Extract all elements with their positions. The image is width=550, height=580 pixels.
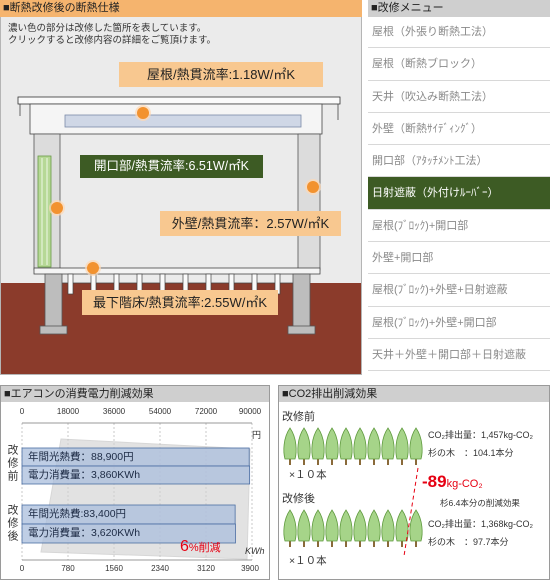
power-tick-label: 0 (19, 564, 25, 573)
floor-spec-label[interactable]: 最下階床/熱貫流率:2.55W/㎡K (82, 290, 278, 315)
power-tick-label: 3120 (197, 564, 215, 573)
hotspot-opening[interactable] (49, 200, 65, 216)
co2-reduction-unit: kg-CO₂ (446, 478, 483, 490)
ground-floor[interactable] (33, 267, 321, 275)
aircon-chart (21, 422, 253, 561)
menu-item-roof-block[interactable]: 屋根（断熱ブロック） (368, 48, 550, 81)
co2-after-tree-count: ×１０本 (289, 555, 327, 567)
power-reduction-rate: 6%削減 (180, 538, 221, 556)
after-power-text: 電力消費量：3,620KWh (28, 527, 141, 539)
co2-reduction-panel: ■CO2排出削減効果 改修前 ×１０本 CO₂排出量：1,457kg-CO₂ 杉… (278, 385, 550, 580)
co2-after-label: 改修後 (282, 493, 315, 505)
wall-spec-label[interactable]: 外壁/熱貫流率：2.57W/㎡K (160, 211, 341, 236)
co2-before-label: 改修前 (282, 411, 315, 423)
cedar-tree-icon (409, 509, 423, 547)
cedar-tree-icon (297, 509, 311, 547)
menu-item-wall-opening[interactable]: 外壁+開口部 (368, 242, 550, 275)
power-tick-label: 2340 (151, 564, 169, 573)
menu-item-roof-opening[interactable]: 屋根(ﾌﾞﾛｯｸ)+開口部 (368, 210, 550, 243)
cost-axis-unit: 円 (252, 430, 262, 440)
co2-reduction-value: -89 (422, 472, 447, 491)
hotspot-roof[interactable] (135, 105, 151, 121)
opening-spec-label[interactable]: 開口部/熱貫流率:6.51W/㎡K (80, 155, 263, 178)
menu-item-ceiling[interactable]: 天井（吹込み断熱工法） (368, 81, 550, 113)
roof-slab (17, 96, 341, 105)
trees-before-row (283, 427, 423, 465)
cedar-tree-icon (381, 509, 395, 547)
cost-tick-label: 54000 (148, 407, 172, 416)
co2-panel-title: ■CO2排出削減効果 (279, 386, 549, 402)
power-tick-label: 1560 (105, 564, 123, 573)
after-cost-text: 年間光熱費:83,400円 (28, 508, 127, 520)
right-foundation (292, 273, 311, 329)
cedar-tree-icon (283, 509, 297, 547)
reduction-rate-number: 6 (180, 538, 189, 555)
cost-tick-label: 72000 (194, 407, 218, 416)
cost-tick-label: 0 (19, 407, 25, 416)
renovation-menu: 屋根（外張り断熱工法） 屋根（断熱ブロック） 天井（吹込み断熱工法） 外壁（断熱… (368, 16, 550, 372)
menu-item-roof-wall-opening[interactable]: 屋根(ﾌﾞﾛｯｸ)+外壁+開口部 (368, 307, 550, 339)
co2-illustration (283, 427, 423, 557)
description-line-1: 濃い色の部分は改修した箇所を表しています。 (8, 23, 207, 34)
bar-before-power (21, 465, 251, 485)
co2-before-tree-count: ×１０本 (289, 469, 327, 481)
cedar-tree-icon (353, 427, 367, 465)
cedar-tree-icon (367, 427, 381, 465)
menu-item-ceiling-wall-opening-shading[interactable]: 天井＋外壁＋開口部＋日射遮蔽 (368, 339, 550, 372)
insulation-panel-title: ■断熱改修後の断熱仕様 (0, 0, 362, 17)
cost-tick-label: 36000 (102, 407, 126, 416)
cedar-tree-icon (395, 427, 409, 465)
cedar-tree-icon (297, 427, 311, 465)
cedar-tree-icon (325, 509, 339, 547)
cedar-tree-icon (339, 509, 353, 547)
cedar-tree-icon (353, 509, 367, 547)
menu-item-roof-external[interactable]: 屋根（外張り断熱工法） (368, 16, 550, 49)
cedar-tree-icon (311, 427, 325, 465)
house-cross-section (1, 96, 361, 374)
cost-tick-label: 90000 (238, 407, 262, 416)
menu-item-wall-siding[interactable]: 外壁（断熱ｻｲﾃﾞｨﾝｸﾞ） (368, 113, 550, 146)
roof-insulation[interactable] (64, 114, 302, 128)
bar-after-power (21, 523, 236, 544)
cost-tick-label: 18000 (56, 407, 80, 416)
menu-item-opening-attachment[interactable]: 開口部（ｱﾀｯﾁﾒﾝﾄ工法） (368, 145, 550, 178)
co2-after-emission: CO₂排出量：1,368kg-CO₂ (428, 519, 534, 529)
aircon-panel-title: ■エアコンの消費電力削減効果 (1, 386, 269, 402)
power-axis-unit: KWh (245, 546, 265, 556)
menu-title: ■改修メニュー (368, 0, 550, 17)
menu-item-solar-shading[interactable]: 日射遮蔽（外付けﾙｰﾊﾞｰ） (368, 177, 550, 210)
cedar-tree-icon (311, 509, 325, 547)
right-exterior-wall[interactable] (297, 133, 321, 271)
co2-after-cedar: 杉の木 ：97.7本分 (428, 537, 509, 547)
reduction-rate-suffix: %削減 (188, 542, 221, 554)
cedar-tree-icon (395, 509, 409, 547)
after-label: 改修後 (6, 504, 18, 543)
roof-spec-label[interactable]: 屋根/熱貫流率:1.18W/㎡K (119, 62, 323, 87)
cedar-tree-icon (325, 427, 339, 465)
before-cost-text: 年間光熱費：88,900円 (28, 451, 134, 463)
hotspot-floor[interactable] (85, 260, 101, 276)
cedar-tree-icon (409, 427, 423, 465)
cedar-tree-icon (367, 509, 381, 547)
power-tick-label: 3900 (241, 564, 259, 573)
cedar-tree-icon (381, 427, 395, 465)
co2-before-cedar: 杉の木 ：104.1本分 (428, 448, 514, 458)
description-line-2: クリックすると改修内容の詳細をご覧頂けます。 (8, 35, 217, 46)
before-power-text: 電力消費量：3,860KWh (28, 469, 141, 481)
co2-before-emission: CO₂排出量：1,457kg-CO₂ (428, 430, 534, 440)
before-label: 改修前 (6, 444, 18, 483)
cedar-tree-icon (339, 427, 353, 465)
left-foundation (44, 273, 63, 329)
aircon-reduction-panel: ■エアコンの消費電力削減効果 0 18000 36000 54000 72000… (0, 385, 270, 580)
trees-after-row (283, 509, 423, 547)
co2-reduction-amount: -89kg-CO₂ (422, 472, 483, 492)
window[interactable] (37, 155, 52, 268)
cedar-tree-icon (283, 427, 297, 465)
hotspot-wall[interactable] (305, 179, 321, 195)
menu-item-roof-wall-shading[interactable]: 屋根(ﾌﾞﾛｯｸ)+外壁+日射遮蔽 (368, 274, 550, 307)
power-tick-label: 780 (61, 564, 75, 573)
reduction-indicator-line (403, 467, 419, 557)
co2-reduction-note: 杉6.4本分の削減効果 (440, 498, 520, 508)
